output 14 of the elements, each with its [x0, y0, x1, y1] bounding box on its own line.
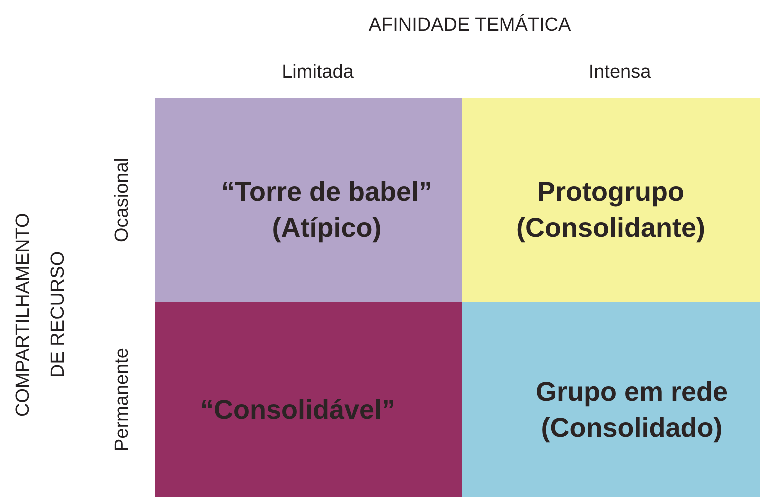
quadrant-cell — [462, 98, 760, 302]
quadrant-label: “Torre de babel” (Atípico) — [220, 176, 434, 245]
axis-title: COMPARTILHAMENTO DE RECURSO — [12, 212, 70, 419]
row-header: Ocasional — [110, 158, 134, 242]
row-header: Permanente — [110, 348, 134, 452]
quadrant-cell — [462, 302, 760, 497]
column-header: Limitada — [282, 62, 354, 84]
quadrant-label: Grupo em rede (Consolidado) — [534, 376, 730, 445]
quadrant-label: “Consolidável” — [199, 394, 397, 427]
quadrant-cell — [155, 302, 462, 497]
quadrant-cell — [155, 98, 462, 302]
axis-title: AFINIDADE TEMÁTICA — [368, 15, 572, 37]
column-header: Intensa — [588, 62, 652, 84]
quadrant-label: Protogrupo (Consolidante) — [516, 176, 706, 245]
